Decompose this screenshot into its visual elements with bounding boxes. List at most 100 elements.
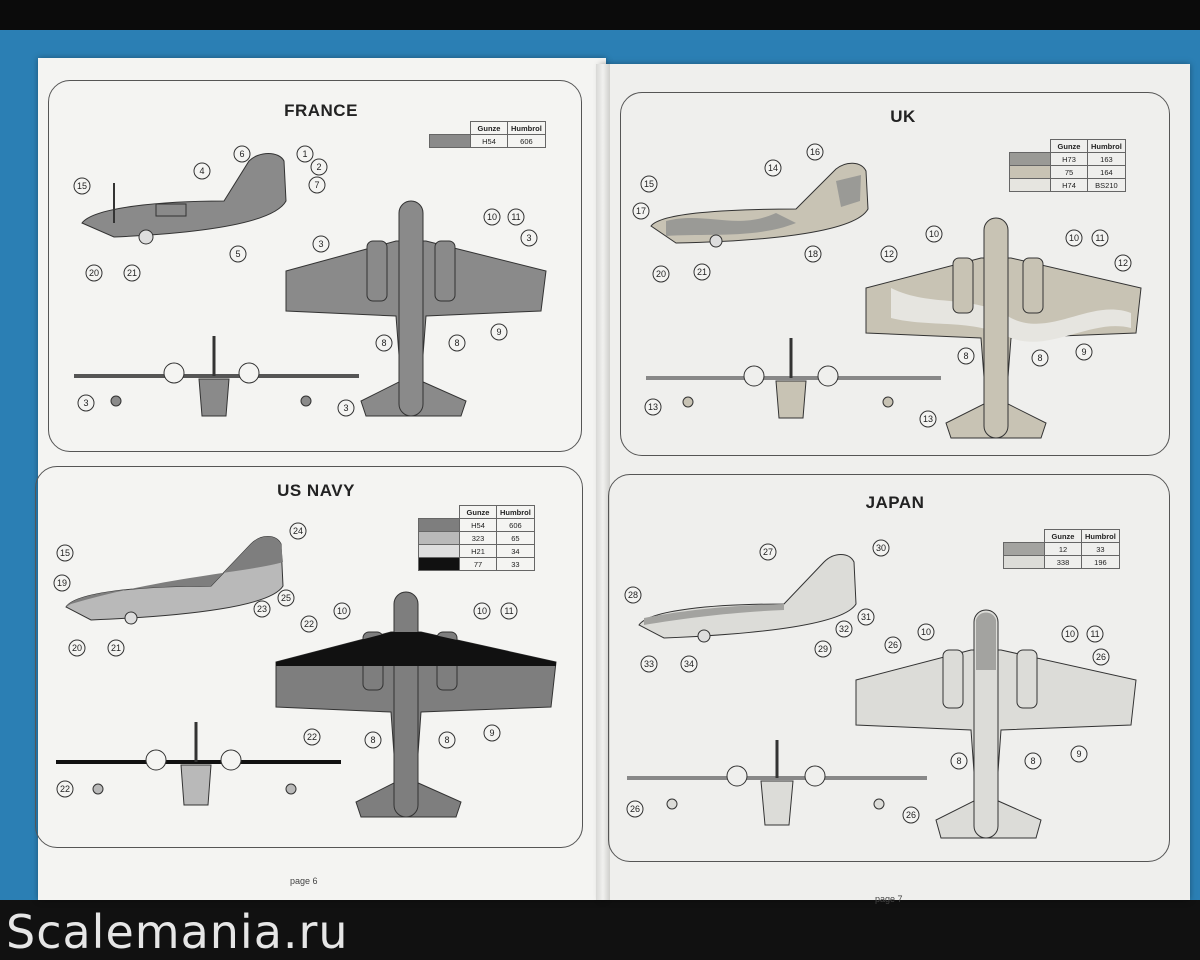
page-number: page 6	[290, 876, 318, 886]
callout-badge: 21	[107, 639, 125, 657]
color-swatch	[418, 544, 460, 558]
svg-text:31: 31	[861, 612, 871, 622]
svg-text:12: 12	[884, 249, 894, 259]
svg-text:9: 9	[489, 728, 494, 738]
callout-badge: 4	[193, 162, 211, 180]
callout-badge: 11	[1091, 229, 1109, 247]
svg-text:15: 15	[60, 548, 70, 558]
svg-text:5: 5	[235, 249, 240, 259]
aircraft-side-view	[650, 162, 869, 248]
svg-text:3: 3	[526, 233, 531, 243]
callout-badge: 30	[872, 539, 890, 557]
color-swatch	[429, 134, 471, 148]
svg-text:10: 10	[477, 606, 487, 616]
svg-text:7: 7	[314, 180, 319, 190]
svg-text:21: 21	[127, 268, 137, 278]
svg-text:30: 30	[876, 543, 886, 553]
svg-text:26: 26	[630, 804, 640, 814]
callout-badge: 17	[632, 202, 650, 220]
callout-group: 16 14 15 17 18 20 21 10 10 11 12 12 8 8 …	[632, 143, 1132, 428]
aircraft-side-view	[81, 153, 287, 245]
callout-badge: 8	[957, 347, 975, 365]
callout-badge: 7	[308, 176, 326, 194]
svg-text:9: 9	[496, 327, 501, 337]
svg-text:29: 29	[818, 644, 828, 654]
svg-text:8: 8	[454, 338, 459, 348]
svg-text:32: 32	[839, 624, 849, 634]
callout-group: 24 15 19 23 25 20 21 22 10 10 11 8 8 9 2…	[53, 522, 518, 798]
svg-text:18: 18	[808, 249, 818, 259]
svg-text:13: 13	[923, 414, 933, 424]
callout-badge: 10	[1061, 625, 1079, 643]
svg-text:28: 28	[628, 590, 638, 600]
aircraft-front-view	[627, 740, 927, 826]
callout-badge: 3	[312, 235, 330, 253]
svg-text:20: 20	[656, 269, 666, 279]
callout-badge: 31	[857, 608, 875, 626]
svg-text:9: 9	[1076, 749, 1081, 759]
callout-badge: 8	[950, 752, 968, 770]
gunze-code: 338	[1044, 555, 1082, 569]
gunze-code: H54	[470, 134, 508, 148]
svg-text:13: 13	[648, 402, 658, 412]
callout-badge: 11	[507, 208, 525, 226]
callout-badge: 13	[919, 410, 937, 428]
svg-text:20: 20	[72, 643, 82, 653]
callout-badge: 3	[520, 229, 538, 247]
callout-badge: 21	[693, 263, 711, 281]
svg-text:8: 8	[1037, 353, 1042, 363]
callout-group: 15 4 6 1 2 7 5 20 21 10 11 3 3 8 8 9 3 3	[73, 145, 538, 417]
svg-text:24: 24	[293, 526, 303, 536]
callout-badge: 19	[53, 574, 71, 592]
humbrol-code: 164	[1087, 165, 1126, 179]
callout-badge: 13	[644, 398, 662, 416]
callout-badge: 15	[640, 175, 658, 193]
svg-text:26: 26	[888, 640, 898, 650]
svg-text:4: 4	[199, 166, 204, 176]
svg-text:22: 22	[304, 619, 314, 629]
color-swatch	[418, 518, 460, 532]
svg-text:6: 6	[239, 149, 244, 159]
callout-badge: 22	[303, 728, 321, 746]
aircraft-top-view	[865, 217, 1142, 439]
svg-text:22: 22	[60, 784, 70, 794]
callout-badge: 20	[85, 264, 103, 282]
aircraft-side-view	[638, 554, 857, 643]
svg-text:11: 11	[511, 212, 520, 222]
callout-badge: 16	[806, 143, 824, 161]
callout-badge: 8	[364, 731, 382, 749]
aircraft-side-view	[65, 536, 284, 625]
humbrol-code: BS210	[1087, 178, 1126, 192]
aircraft-top-view	[275, 591, 557, 818]
aircraft-front-view	[74, 336, 359, 417]
callout-badge: 26	[884, 636, 902, 654]
callout-badge: 2	[310, 158, 328, 176]
svg-text:21: 21	[697, 267, 707, 277]
callout-badge: 8	[448, 334, 466, 352]
svg-text:8: 8	[444, 735, 449, 745]
svg-text:19: 19	[57, 578, 67, 588]
callout-badge: 9	[483, 724, 501, 742]
callout-badge: 15	[73, 177, 91, 195]
svg-text:17: 17	[636, 206, 646, 216]
callout-badge: 6	[233, 145, 251, 163]
svg-text:33: 33	[644, 659, 654, 669]
page-gutter	[596, 64, 610, 900]
svg-text:8: 8	[1030, 756, 1035, 766]
svg-text:3: 3	[318, 239, 323, 249]
callout-badge: 18	[804, 245, 822, 263]
callout-badge: 20	[68, 639, 86, 657]
callout-badge: 9	[490, 323, 508, 341]
panel-title: FRANCE	[284, 101, 358, 120]
svg-text:22: 22	[307, 732, 317, 742]
svg-text:23: 23	[257, 604, 267, 614]
callout-badge: 34	[680, 655, 698, 673]
gunze-code: 77	[459, 557, 497, 571]
callout-badge: 1	[296, 145, 314, 163]
color-swatch	[1009, 178, 1051, 192]
watermark: Scalemania.ru	[6, 905, 349, 959]
panel-title: US NAVY	[277, 481, 355, 500]
